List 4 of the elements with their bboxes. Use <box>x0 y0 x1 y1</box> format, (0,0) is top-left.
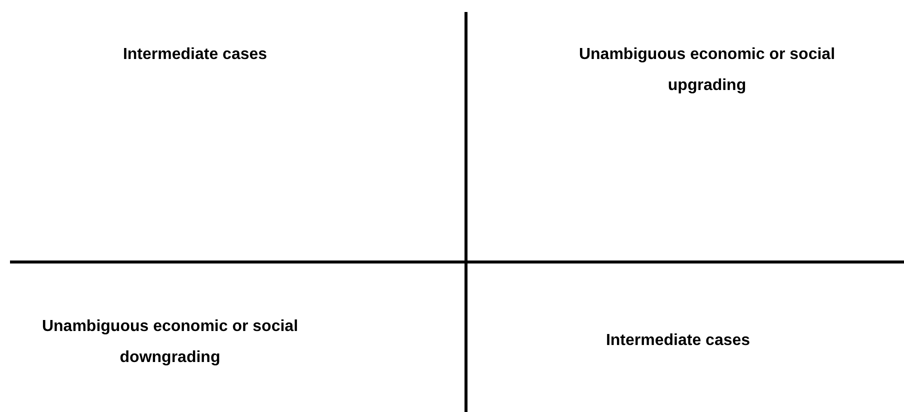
quadrant-label: Intermediate cases <box>604 331 752 351</box>
quadrant-label: Intermediate cases <box>122 45 268 65</box>
quadrant-label: Unambiguous economic or social upgrading <box>578 45 836 96</box>
quadrant-label: Unambiguous economic or social downgrading <box>40 317 300 368</box>
